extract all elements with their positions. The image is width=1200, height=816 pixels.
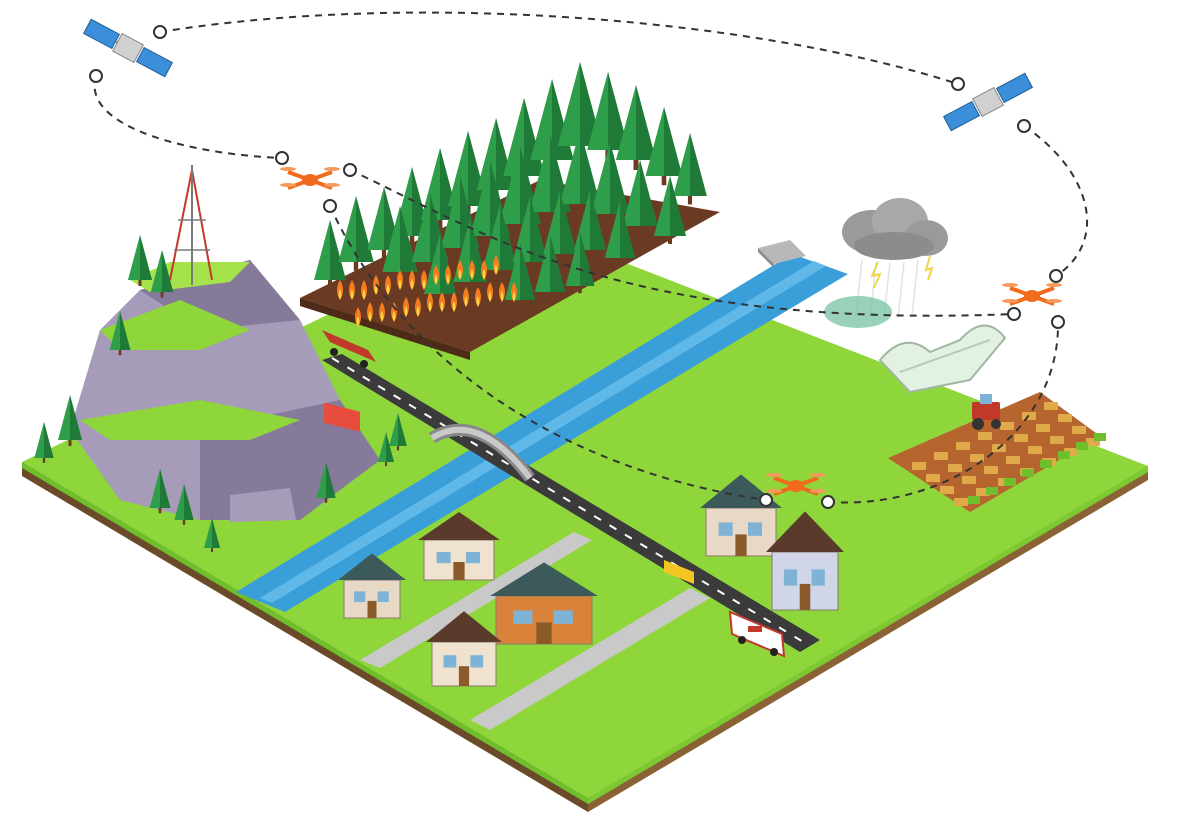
river-highlight	[260, 261, 826, 603]
link-fire-to-drone	[329, 205, 767, 501]
platform-edge-grass-left	[22, 462, 588, 804]
tree-icon	[316, 462, 336, 503]
link-left-loop	[93, 75, 283, 159]
riverside-shed	[758, 240, 806, 268]
house-icon	[490, 562, 598, 645]
tree-icon	[58, 395, 82, 446]
tree-icon	[314, 220, 346, 288]
fire-truck-icon	[322, 330, 376, 432]
cell-tower-icon	[169, 165, 213, 285]
tractor-icon	[972, 394, 1001, 430]
house-icon	[418, 512, 500, 581]
drone-icon	[766, 473, 826, 496]
bridge	[428, 424, 535, 482]
drone-group	[280, 167, 1062, 496]
tree-icon	[149, 469, 171, 514]
pond	[824, 296, 892, 328]
platform-edge-grass-right	[588, 466, 1148, 804]
drone-icon	[1002, 283, 1062, 306]
tree-icon	[654, 176, 686, 244]
tree-icon	[534, 235, 566, 300]
tree-icon	[604, 201, 636, 266]
tree-icon	[590, 142, 630, 224]
side-path-a	[360, 532, 592, 668]
tree-icon	[482, 204, 518, 279]
house-icon	[338, 553, 406, 619]
tree-icon	[174, 484, 194, 525]
tree-icon	[673, 133, 707, 205]
tree-icon	[574, 190, 606, 258]
tree-icon	[616, 85, 656, 170]
tree-icon	[560, 129, 600, 214]
link-satellite-top	[159, 11, 959, 85]
tree-group	[34, 62, 707, 552]
link-nodes	[89, 25, 1065, 509]
rain-cloud-icon	[842, 198, 948, 319]
tree-icon	[128, 235, 152, 286]
tree-icon	[338, 196, 374, 271]
tree-icon	[622, 160, 658, 235]
communication-links	[93, 11, 1089, 504]
house-icon	[766, 511, 844, 611]
greenhouse-icon	[878, 324, 1007, 394]
ambulance-icon	[728, 610, 786, 658]
tree-icon	[109, 311, 131, 356]
drone-icon	[280, 167, 340, 190]
tree-icon	[645, 107, 683, 186]
house-group	[338, 474, 844, 687]
link-right-loop	[1023, 125, 1089, 277]
tree-icon	[389, 413, 407, 451]
tree-icon	[565, 232, 595, 294]
tree-icon	[378, 432, 394, 466]
link-drone-to-farm	[827, 321, 1060, 504]
house-icon	[426, 611, 502, 687]
satellite-icon	[82, 18, 174, 78]
link-forest-to-center	[349, 169, 1015, 317]
road-lane-markings	[331, 357, 811, 647]
tree-icon	[34, 422, 54, 463]
taxi-icon	[664, 560, 694, 584]
tree-icon	[512, 196, 548, 271]
tree-icon	[204, 518, 220, 552]
tree-icon	[150, 250, 174, 298]
satellite-icon	[942, 72, 1034, 132]
side-path-b	[470, 588, 710, 730]
tree-icon	[543, 191, 577, 263]
